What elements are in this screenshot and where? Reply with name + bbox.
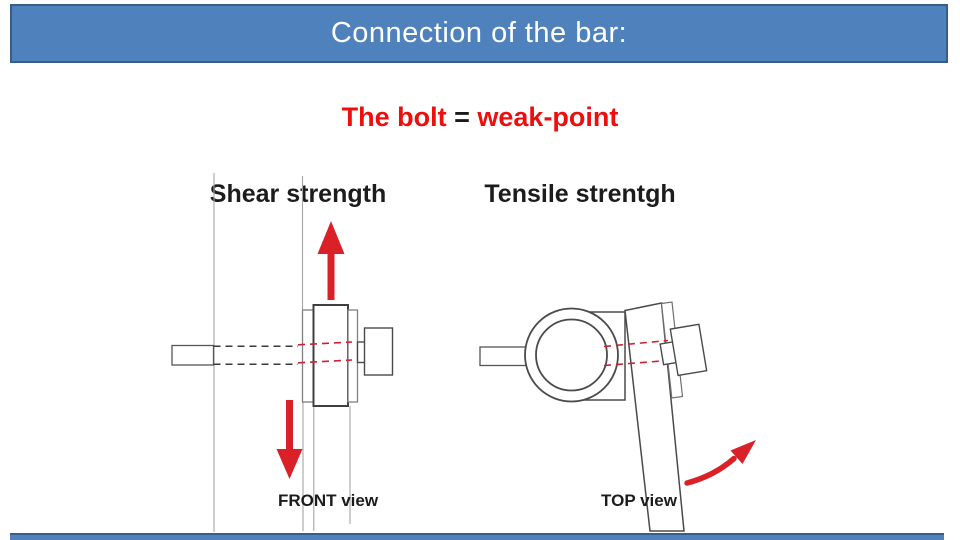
front-clamp-strip-left	[301, 309, 315, 403]
title-bar: Connection of the bar:	[10, 4, 948, 63]
tensile-pull-arrow-icon	[684, 440, 756, 486]
top-bolt-tail	[479, 346, 529, 367]
front-bar-plate	[312, 304, 349, 407]
top-view-diagram	[479, 301, 756, 532]
heading-tensile-strength: Tensile strentgh	[484, 180, 676, 208]
footer-bar	[10, 533, 944, 540]
subtitle-tail: weak-point	[477, 102, 619, 132]
front-clamp-strip-right	[347, 309, 359, 403]
front-bolt-head	[356, 327, 394, 376]
heading-shear-strength: Shear strength	[209, 180, 387, 208]
subtitle: The bolt = weak-point	[0, 102, 960, 133]
shear-up-arrow-icon	[317, 221, 345, 300]
top-bar	[624, 302, 685, 532]
caption-front-view: FRONT view	[277, 491, 379, 510]
top-bolt-head	[659, 323, 708, 377]
top-tube-inner	[535, 318, 608, 392]
subtitle-lead: The bolt	[341, 102, 447, 132]
slide-title: Connection of the bar:	[330, 17, 628, 49]
front-bolt-hidden-lines	[213, 341, 353, 366]
top-bolt-hidden-lines	[603, 339, 669, 367]
shear-down-arrow-icon	[276, 400, 303, 479]
front-bolt-tail	[171, 344, 215, 366]
caption-top-view: TOP view	[601, 491, 677, 510]
subtitle-equals: =	[454, 102, 470, 132]
front-view-diagram	[171, 173, 394, 532]
